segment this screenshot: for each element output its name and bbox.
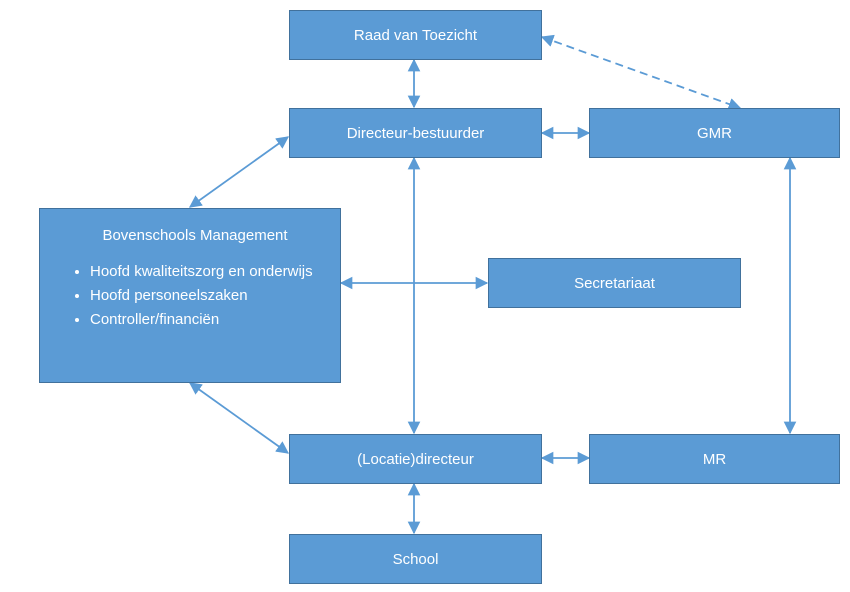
node-secretariaat-label: Secretariaat [574, 274, 655, 292]
node-school-label: School [392, 550, 439, 568]
bovenschools-items-list: Hoofd kwaliteitszorg en onderwijs Hoofd … [64, 262, 313, 334]
node-locatiedirecteur-label: (Locatie)directeur [357, 450, 474, 468]
edge-bovenschools-locatiedirecteur [188, 382, 290, 454]
node-mr: MR [589, 434, 840, 484]
node-school: School [289, 534, 542, 584]
node-gmr: GMR [589, 108, 840, 158]
node-bovenschools-management: Bovenschools Management Hoofd kwaliteits… [39, 208, 341, 383]
bovenschools-item: Controller/financiën [90, 310, 313, 330]
node-mr-label: MR [702, 450, 727, 468]
bovenschools-item: Hoofd kwaliteitszorg en onderwijs [90, 262, 313, 282]
node-secretariaat: Secretariaat [488, 258, 741, 308]
node-directeur-bestuurder: Directeur-bestuurder [289, 108, 542, 158]
edge-directeur-bovenschools [188, 136, 290, 208]
node-bovenschools-management-title: Bovenschools Management [102, 227, 288, 244]
node-directeur-bestuurder-label: Directeur-bestuurder [346, 124, 485, 142]
bovenschools-item: Hoofd personeelszaken [90, 286, 313, 306]
node-raad-van-toezicht: Raad van Toezicht [289, 10, 542, 60]
node-locatiedirecteur: (Locatie)directeur [289, 434, 542, 484]
edge-raad-gmr [540, 34, 742, 111]
node-raad-van-toezicht-label: Raad van Toezicht [353, 26, 478, 44]
node-gmr-label: GMR [697, 124, 732, 142]
